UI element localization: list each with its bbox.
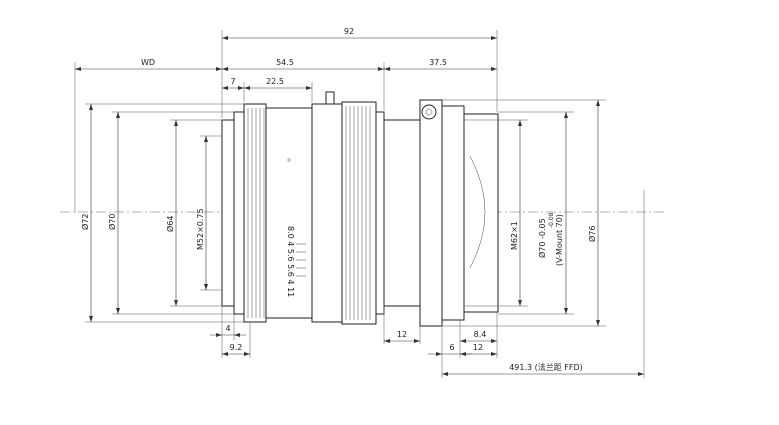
dim-mount-diameter: Ø70 -0.05 (537, 218, 547, 258)
dim-front-thread-depth: 9.2 (230, 343, 243, 352)
top-dimensions: 92 WD 54.5 37.5 7 22.5 (74, 27, 498, 212)
right-diameters: M62×1 Ø70 -0.05 -0.08 (V-Mount 70) Ø76 (442, 99, 606, 327)
dim-mount-offset: 12 (397, 330, 407, 339)
dim-focus-ring: 22.5 (266, 77, 284, 86)
aperture-pin (325, 91, 335, 105)
dim-rear-8-4: 8.4 (474, 330, 487, 339)
dim-overall-length: 92 (344, 27, 354, 36)
dim-d72: Ø72 (80, 214, 90, 230)
dim-working-distance: WD (141, 58, 155, 67)
bottom-dimensions: 4 9.2 12 8.4 6 12 491.3 (法兰距 FFD) (210, 190, 645, 378)
dim-front-step: 7 (230, 77, 235, 86)
dim-rear-thread: M62×1 (510, 221, 519, 250)
dim-flange-distance: 491.3 (法兰距 FFD) (509, 362, 583, 372)
dim-rear-length: 37.5 (429, 58, 447, 67)
dim-rear-6: 6 (449, 343, 454, 352)
dim-mount-tolerance: -0.08 (548, 212, 555, 228)
rear-glass (469, 155, 486, 269)
lens-body (221, 91, 499, 327)
aperture-knurl (345, 106, 371, 320)
dim-front-lip: 4 (225, 324, 230, 333)
dim-front-length: 54.5 (276, 58, 294, 67)
dim-rear-12: 12 (473, 343, 483, 352)
locking-screw-icon (421, 104, 437, 120)
fnumber-engraving: 8.0 4 5.6 5.6 4 11 (286, 226, 295, 297)
dim-d70: Ø70 (107, 214, 117, 230)
dim-d76: Ø76 (587, 226, 597, 242)
dim-front-thread: M52×0.75 (196, 208, 205, 250)
dim-mount-name: (V-Mount 70) (555, 214, 564, 266)
front-knurl (247, 108, 265, 318)
left-diameters: Ø72 Ø70 Ø64 M52×0.75 (80, 103, 244, 323)
dim-d64: Ø64 (165, 216, 175, 232)
